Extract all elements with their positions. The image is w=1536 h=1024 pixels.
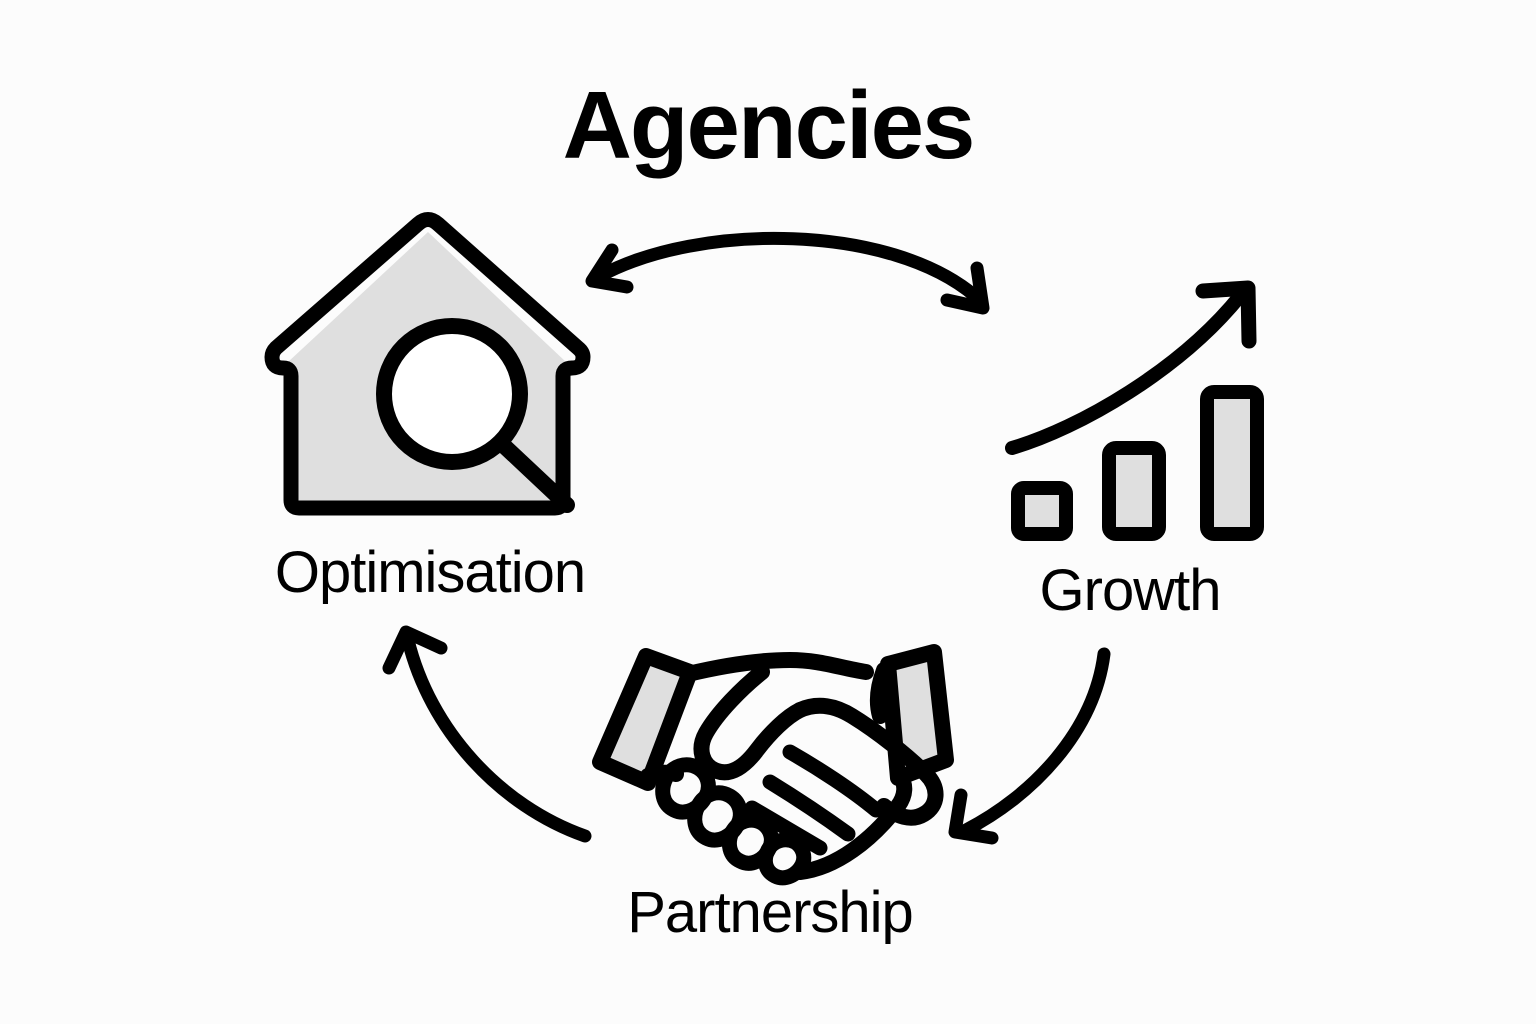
handshake-finger-b bbox=[762, 774, 856, 842]
connector-growth-partnership-line bbox=[959, 647, 1111, 837]
house-magnifier-icon bbox=[264, 212, 591, 516]
arrowhead-toward-partnership bbox=[948, 788, 999, 845]
growth-bar-3 bbox=[1200, 385, 1264, 541]
arrowhead-toward-optimisation bbox=[585, 243, 634, 294]
handshake-right-grip bbox=[792, 697, 944, 826]
arrowhead-toward-growth bbox=[940, 261, 990, 315]
node-label-growth: Growth bbox=[1039, 558, 1222, 623]
handshake-lower-contour bbox=[792, 768, 913, 880]
handshake-left-forearm-top bbox=[680, 651, 874, 682]
magnifier-lens-ring bbox=[376, 318, 528, 470]
bar-chart-growth-arrow-icon bbox=[1005, 280, 1264, 541]
page-title: Agencies bbox=[562, 72, 976, 179]
connector-optimisation-growth bbox=[585, 231, 990, 315]
growth-arrowhead bbox=[1195, 280, 1257, 349]
connector-growth-partnership bbox=[948, 647, 1111, 845]
node-label-optimisation: Optimisation bbox=[274, 540, 586, 605]
growth-bar-2 bbox=[1102, 441, 1166, 541]
node-label-partnership: Partnership bbox=[627, 880, 914, 945]
magnifier-handle bbox=[493, 435, 575, 513]
handshake-icon bbox=[592, 644, 954, 886]
growth-bar-1 bbox=[1011, 481, 1073, 541]
handshake-finger-a bbox=[782, 744, 884, 818]
magnifier-lens-fill bbox=[384, 326, 520, 462]
connector-partnership-optimisation-line bbox=[401, 633, 592, 843]
handshake-left-thumb bbox=[693, 664, 808, 781]
handshake-left-wrist-edge bbox=[640, 764, 684, 784]
connector-optimisation-growth-line bbox=[593, 231, 982, 303]
arrowhead-toward-optimisation-node bbox=[382, 625, 448, 675]
connector-partnership-optimisation bbox=[382, 625, 592, 843]
handshake-right-wrist-edge bbox=[869, 662, 892, 724]
growth-arrow-curve bbox=[1005, 289, 1247, 455]
handshake-finger-c bbox=[744, 800, 828, 856]
